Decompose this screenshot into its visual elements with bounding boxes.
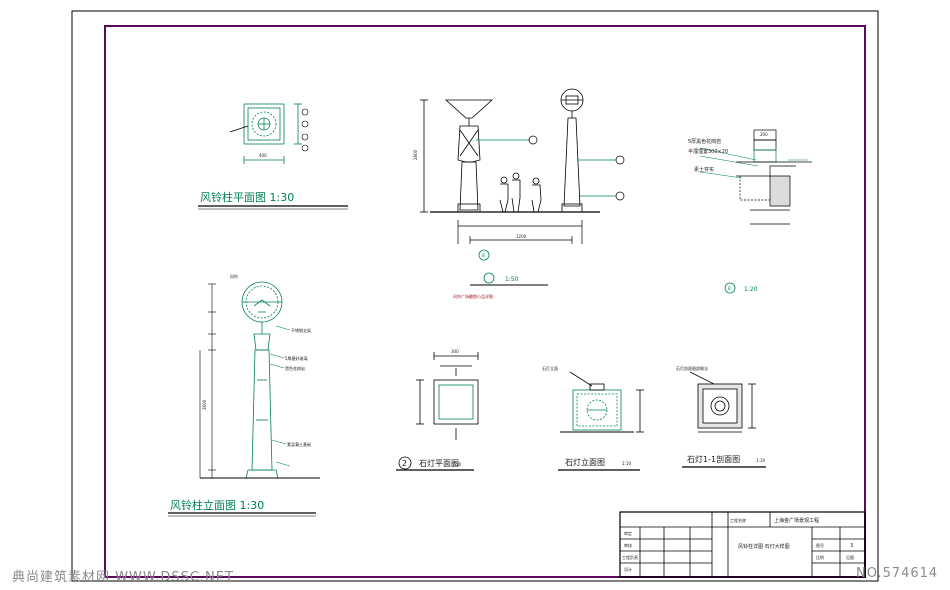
- column-elevation: [200, 281, 320, 479]
- tb-label-project: 工程名称: [730, 517, 746, 523]
- detail-b: [736, 129, 812, 225]
- center-total-dim: 2800: [413, 149, 418, 160]
- center-elevation: [420, 88, 600, 213]
- elev-total-dim: 3600: [202, 399, 207, 410]
- inner-frame: [104, 25, 866, 578]
- lamp-elevation: [560, 371, 644, 433]
- plan-title: 风铃柱平面图 1:30: [200, 190, 294, 204]
- lamp-plan-num: 2: [402, 459, 407, 468]
- detail-b-marker: B: [728, 286, 731, 291]
- lamp-plan: [416, 352, 479, 440]
- watermark-right: NO.574614: [856, 566, 939, 581]
- lamp-elev-scale: 1:10: [622, 461, 631, 466]
- lamp-section-note: 石灯剖面细部做法: [676, 365, 708, 371]
- lamp-section-title: 石灯1-1剖面图: [687, 454, 740, 464]
- plan-view: [229, 103, 302, 164]
- tb-label-scale: 比例: [816, 554, 824, 560]
- tb-row-4: 设计: [624, 566, 632, 572]
- elev-note-4: 黑色花岗岩: [285, 365, 305, 371]
- detail-note-1: 5厚黑色花岗岩: [688, 138, 721, 145]
- tb-num: 3: [850, 543, 853, 549]
- title-block: [619, 511, 866, 578]
- tb-row-1: 审定: [624, 530, 632, 536]
- center-subtitle: 风铃广场雕塑小品详图: [453, 293, 493, 299]
- center-scale: 1:50: [505, 276, 519, 283]
- elev-note-2: 不锈钢支架: [291, 327, 311, 333]
- lamp-section-scale: 1:10: [756, 458, 765, 463]
- watermark-left: 典尚建筑素材网 WWW.DSSC.NET: [12, 570, 234, 585]
- tb-label-num: 图号: [816, 542, 824, 548]
- detail-b-scale: 1:20: [744, 286, 758, 293]
- elev-note-5: 素混凝土基础: [287, 441, 311, 447]
- lamp-elev-note: 石灯立面: [542, 365, 558, 371]
- outer-border: [71, 10, 879, 582]
- elev-note-3: 5厚磨砂玻璃: [285, 355, 308, 361]
- lamp-width-dim: 300: [451, 349, 459, 354]
- lamp-section: [689, 371, 756, 433]
- tb-project: 上海金广场景观工程: [774, 517, 819, 524]
- detail-note-3: 素土夯实: [694, 166, 714, 173]
- center-marker: B: [482, 253, 485, 258]
- plan-width-dim: 400: [259, 153, 267, 158]
- lamp-plan-scale: 1:10: [452, 462, 461, 467]
- center-span-dim: 1200: [516, 234, 527, 239]
- lamp-elev-title: 石灯立面图: [565, 457, 605, 467]
- elev-note-1: 风铃: [230, 273, 238, 279]
- tb-scale: 见图: [846, 554, 854, 560]
- tb-row-3: 工程负责: [622, 554, 638, 560]
- elevation-title: 风铃柱立面图 1:30: [170, 498, 264, 512]
- lamp-plan-title: 石灯平面图: [419, 458, 459, 468]
- detail-top-dim: 200: [760, 132, 768, 137]
- center-marker-circle: [478, 249, 490, 261]
- detail-note-2: 半埋埋置300×20: [688, 148, 728, 155]
- tb-drawing: 风铃柱详图 石灯大样图: [738, 543, 790, 550]
- tb-row-2: 审核: [624, 542, 632, 548]
